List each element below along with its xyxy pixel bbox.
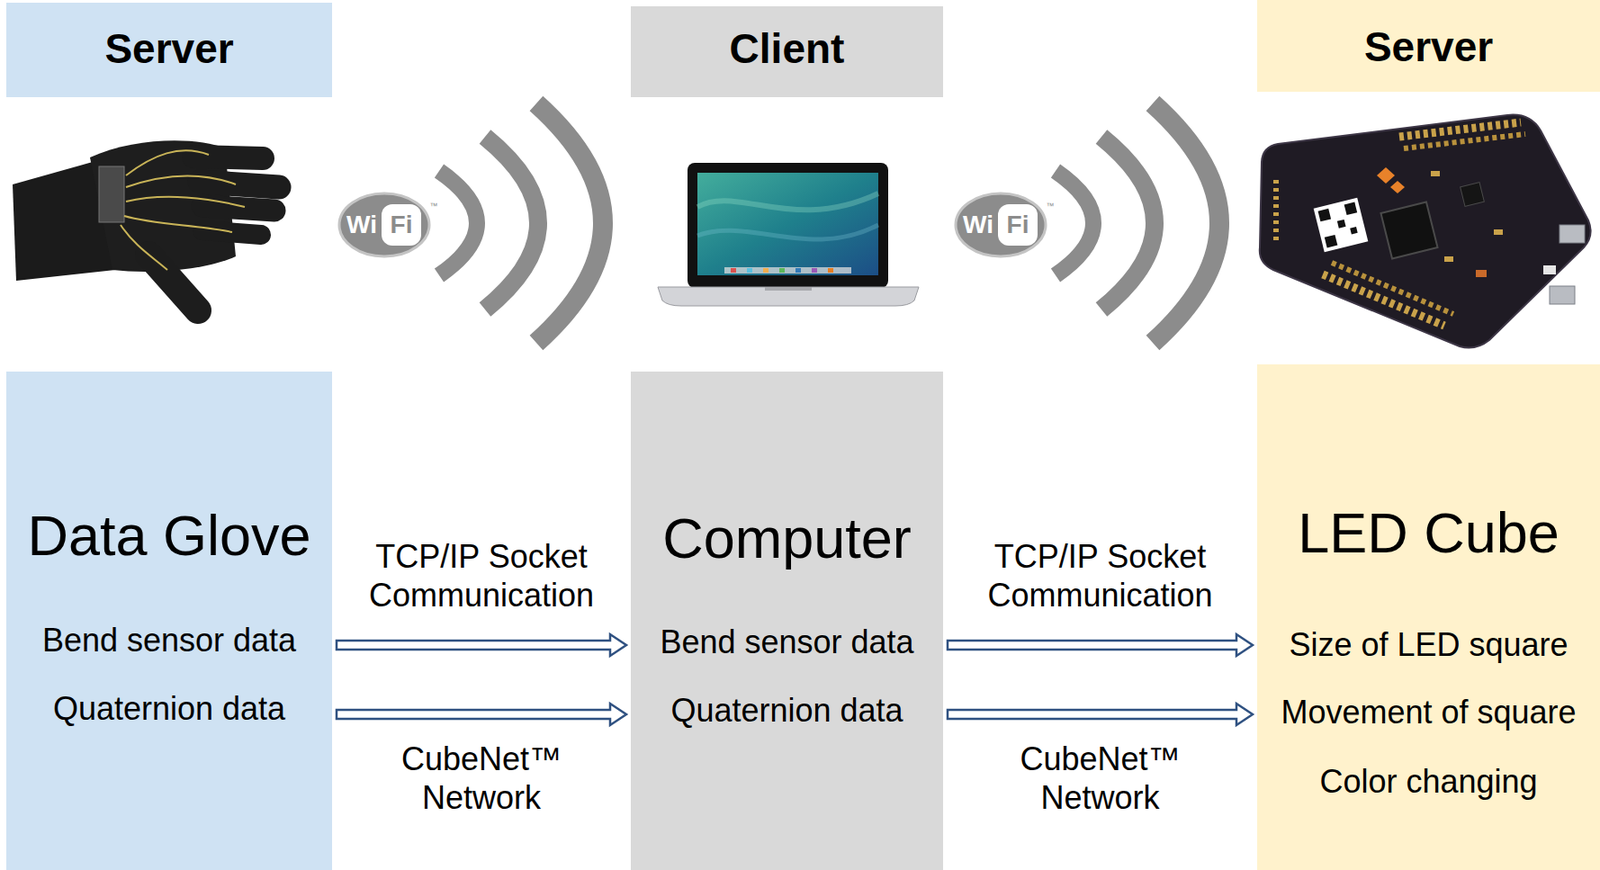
- laptop-base: [657, 287, 919, 306]
- wifi-waves: [439, 103, 603, 343]
- qr-mark: [1344, 202, 1358, 216]
- glove-wires: [120, 150, 245, 270]
- wifi-wave: [485, 136, 539, 310]
- role-header: Client: [630, 6, 944, 98]
- glove-thumb: [148, 254, 198, 311]
- board-pad: [1430, 170, 1440, 177]
- wifi-logo-text: ™: [430, 202, 439, 211]
- wifi-logo-text: Fi: [1006, 212, 1030, 238]
- data-flow-arrow: [947, 634, 1253, 657]
- data-item: Bend sensor data: [42, 621, 297, 659]
- header-text: Server: [104, 25, 234, 73]
- wifi-logo-text: ™: [1046, 202, 1055, 211]
- glove-fingers: [148, 156, 279, 311]
- board-pad: [1493, 229, 1503, 235]
- dock-icon: [779, 268, 785, 273]
- board-button: [1543, 265, 1556, 275]
- role-header: Server: [1257, 0, 1600, 92]
- laptop-screen: [697, 172, 879, 276]
- glove-finger: [193, 156, 263, 159]
- dock-icon: [746, 268, 753, 273]
- protocol-label: CubeNet™ Network: [350, 739, 612, 818]
- data-item: Bend sensor data: [659, 623, 914, 661]
- glove-finger: [202, 206, 275, 211]
- glove-sensor-board: [98, 166, 125, 223]
- wifi-wave: [439, 170, 477, 276]
- board-chip: [1460, 182, 1485, 207]
- laptop-illustration: [657, 162, 919, 306]
- glove-finger: [199, 181, 279, 188]
- data-flow-arrow: [336, 703, 627, 726]
- protocol-label: CubeNet™ Network: [970, 739, 1232, 818]
- board-pad: [1444, 256, 1454, 262]
- wifi-logo-box: [381, 204, 422, 246]
- board-qr-code: [1313, 197, 1369, 253]
- qr-mark: [1318, 208, 1332, 223]
- board-chip: [1380, 201, 1438, 259]
- glove-wire: [120, 224, 168, 270]
- role-header: Server: [6, 2, 333, 98]
- wifi-logo-text: Wi: [346, 212, 378, 238]
- glove-wire: [125, 175, 236, 188]
- wifi-logo-text: Fi: [390, 212, 414, 238]
- wifi-wave: [1101, 136, 1155, 310]
- data-item: Quaternion data: [53, 690, 286, 728]
- screen-wave: [697, 224, 879, 240]
- dock-icon: [795, 268, 801, 273]
- wifi-logo-text: Wi: [962, 212, 994, 238]
- qr-ground: [1313, 197, 1369, 253]
- wifi-logo-box: [997, 204, 1038, 246]
- glove-wire: [124, 215, 233, 233]
- board-usb: [1559, 224, 1585, 243]
- device-title: Data Glove: [26, 503, 311, 568]
- data-item: Size of LED square: [1288, 626, 1568, 664]
- device-title: Computer: [662, 505, 912, 571]
- board-header-pins: [1403, 134, 1526, 149]
- wifi-logo: [339, 193, 430, 257]
- board-header-pins: [1331, 262, 1454, 315]
- data-glove-illustration: [12, 140, 279, 311]
- device-panel: Data GloveBend sensor dataQuaternion dat…: [6, 371, 333, 870]
- dock-icon: [811, 268, 818, 273]
- device-panel: ComputerBend sensor dataQuaternion data: [630, 371, 944, 870]
- wifi-logo-oval: [955, 193, 1046, 257]
- wifi-logo-oval: [339, 193, 430, 257]
- board-usb: [1549, 286, 1575, 305]
- dock-icon: [763, 268, 769, 273]
- data-item: Color changing: [1319, 763, 1538, 800]
- device-panel: LED CubeSize of LED squareMovement of sq…: [1257, 364, 1600, 870]
- screen-wave: [697, 193, 879, 210]
- laptop-bezel: [687, 162, 889, 288]
- board-logo: [1376, 167, 1395, 184]
- wifi-logo: [955, 193, 1046, 257]
- laptop-notch: [764, 287, 812, 291]
- dev-board-illustration: [1259, 115, 1592, 349]
- data-flow-arrow: [336, 634, 627, 657]
- device-title: LED Cube: [1297, 500, 1560, 566]
- data-flow-arrow: [947, 703, 1253, 726]
- data-item: Quaternion data: [670, 692, 903, 729]
- qr-mark: [1324, 234, 1339, 249]
- board-header-pins: [1273, 179, 1279, 243]
- screen-dock: [724, 267, 852, 274]
- wifi-waves: [1055, 103, 1220, 343]
- board-pcb: [1259, 115, 1592, 349]
- dock-icon: [827, 268, 834, 273]
- data-item: Movement of square: [1280, 693, 1576, 731]
- board-logo: [1390, 180, 1405, 194]
- protocol-label: TCP/IP Socket Communication: [970, 537, 1232, 615]
- board-pad: [1475, 269, 1487, 278]
- header-text: Client: [729, 25, 845, 73]
- qr-mark: [1337, 219, 1347, 229]
- dock-icon: [730, 268, 737, 273]
- protocol-label: TCP/IP Socket Communication: [350, 537, 612, 615]
- wifi-wave: [1055, 170, 1094, 276]
- header-text: Server: [1364, 23, 1493, 72]
- wifi-wave: [536, 103, 603, 343]
- glove-wire: [125, 197, 245, 207]
- glove-wire: [125, 150, 209, 176]
- qr-mark: [1349, 226, 1358, 234]
- wifi-wave: [1152, 103, 1220, 343]
